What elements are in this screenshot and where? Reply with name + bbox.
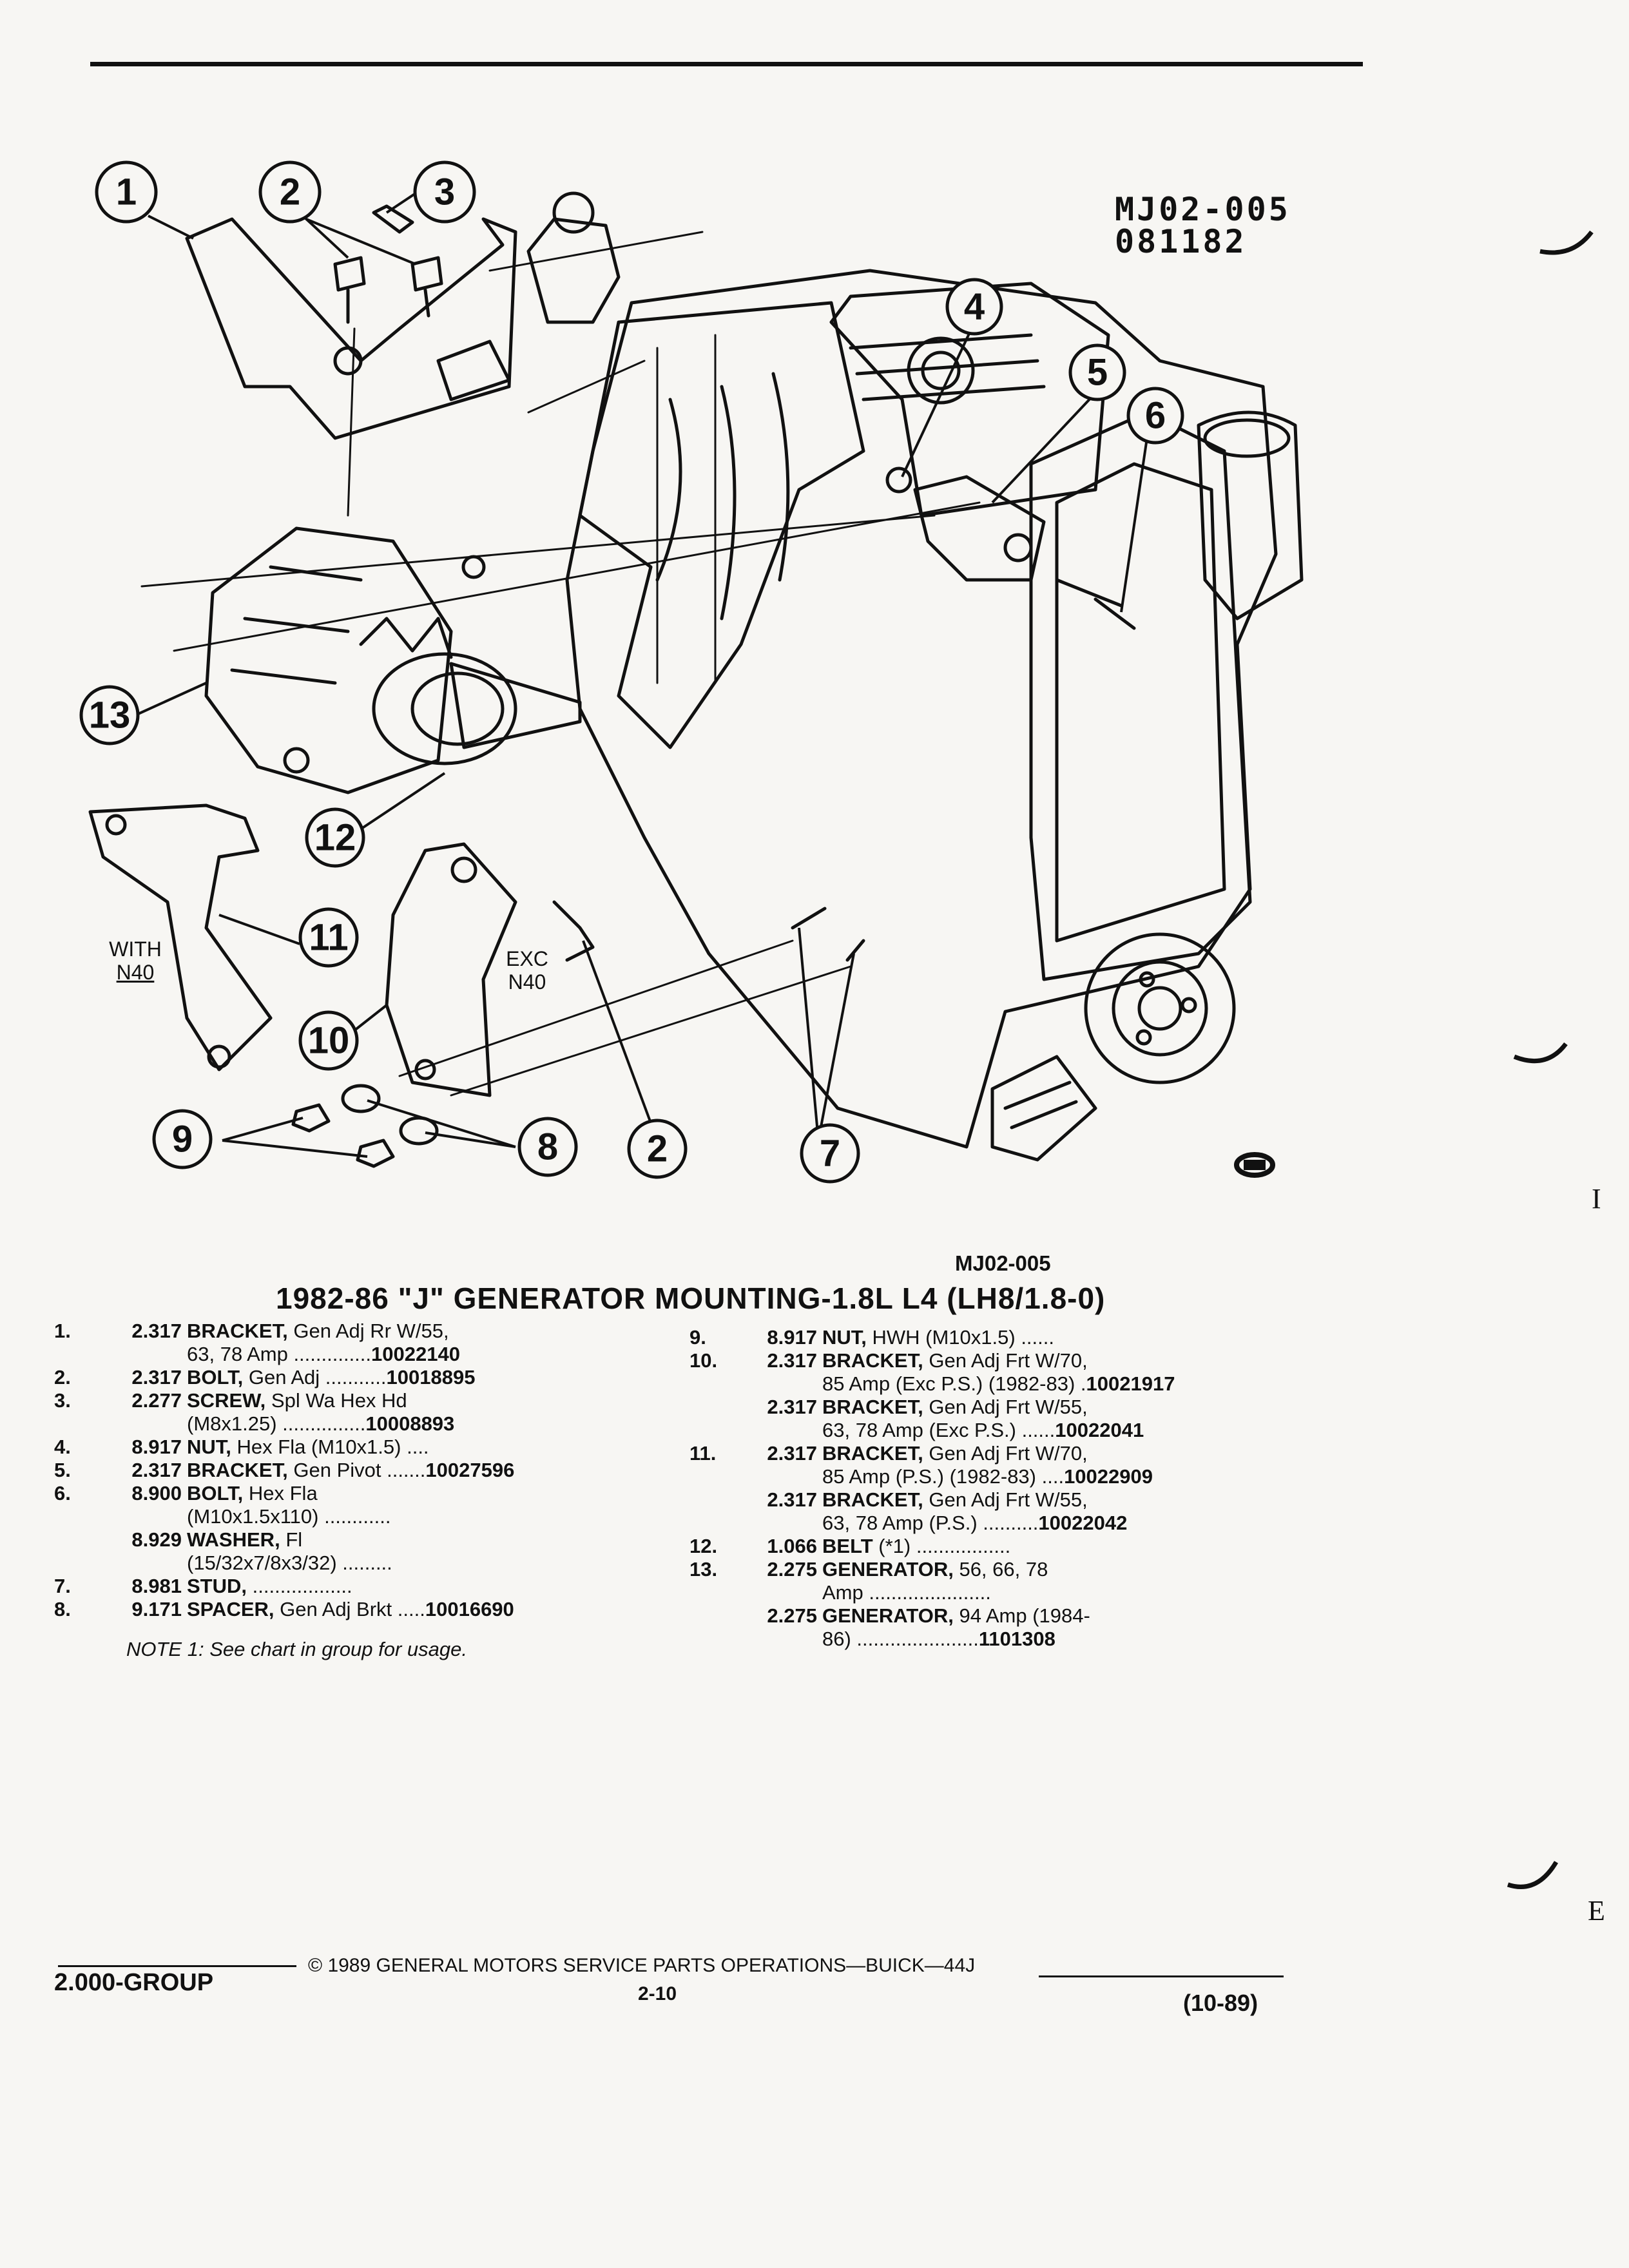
callout-4: 4 <box>964 286 985 328</box>
intake-manifold-outline <box>578 301 865 749</box>
footer-date: (10-89) <box>1183 1990 1258 2016</box>
margin-mark-middle <box>1513 1042 1568 1064</box>
margin-mark-i: I <box>1592 1183 1601 1215</box>
callout-circle-1 <box>95 160 158 224</box>
footer-rule-right <box>1039 1975 1284 1977</box>
drawing-stamp-line2: 081182 <box>1115 223 1247 260</box>
pivot-bolt <box>1055 578 1136 630</box>
callout-circle-5 <box>1068 343 1126 401</box>
margin-mark-e: E <box>1588 1895 1605 1927</box>
generator-pulley <box>372 652 517 765</box>
exploded-view-illustration: 1 2 3 4 5 6 13 12 11 10 9 8 2 7 <box>79 160 1594 1184</box>
callout-5: 5 <box>1087 352 1108 394</box>
variant-exc-line1: EXC <box>506 947 548 970</box>
callout-circle-13 <box>79 685 140 745</box>
spacer-8-a <box>341 1084 381 1113</box>
footer-rule-left <box>58 1965 296 1967</box>
callout-circle-10 <box>298 1010 359 1071</box>
callout-13: 13 <box>89 695 131 736</box>
callout-circle-4 <box>945 278 1003 336</box>
variant-label-exc-n40: EXC N40 <box>495 947 559 994</box>
callout-12: 12 <box>314 817 356 859</box>
callout-circle-2 <box>258 160 322 224</box>
variant-with-line1: WITH <box>109 937 162 961</box>
stud-7-a <box>791 907 827 930</box>
front-adjuster-bracket-with-n40 <box>88 803 273 1072</box>
callout-circle-2-lower <box>627 1119 688 1179</box>
valve-cover-outline <box>829 282 1110 517</box>
pivot-bracket <box>913 475 1046 582</box>
oil-filter <box>990 1055 1097 1162</box>
nut-9-a <box>291 1103 331 1133</box>
bolt-2-top-b <box>410 256 443 318</box>
margin-curl-mark <box>1507 1861 1559 1889</box>
footer-page: 2-10 <box>638 1983 677 2004</box>
drawing-stamp: MJ02-005 081182 <box>1115 193 1291 258</box>
margin-mark-top <box>1539 230 1594 255</box>
callout-7: 7 <box>820 1133 840 1175</box>
callout-circle-8 <box>517 1117 578 1177</box>
callout-circle-6 <box>1126 387 1184 445</box>
callout-1: 1 <box>116 171 137 213</box>
gm-logo-icon <box>1234 1152 1275 1178</box>
bolt-2-lower <box>552 900 595 962</box>
stud-7-b <box>845 939 865 962</box>
oil-filler-cap <box>907 336 975 405</box>
callout-10: 10 <box>308 1020 350 1062</box>
drive-belt <box>449 662 582 749</box>
variant-exc-line2: N40 <box>508 970 546 994</box>
callout-circle-9 <box>152 1109 213 1169</box>
callout-8: 8 <box>537 1126 558 1168</box>
callout-circle-7 <box>800 1123 860 1184</box>
figure-reference: MJ02-005 <box>955 1251 1051 1275</box>
nut-9-b <box>356 1139 395 1168</box>
footer-group: 2.000-GROUP <box>54 1969 214 1996</box>
callout-11: 11 <box>309 917 348 959</box>
drawing-stamp-line1: MJ02-005 <box>1115 191 1291 228</box>
callout-circle-11 <box>298 907 359 968</box>
callout-circle-3 <box>413 160 476 224</box>
footer-copyright: © 1989 GENERAL MOTORS SERVICE PARTS OPER… <box>308 1955 976 1976</box>
callout-9: 9 <box>172 1119 193 1160</box>
variant-with-line2: N40 <box>116 961 155 984</box>
usage-note: NOTE 1: See chart in group for usage. <box>126 1638 467 1660</box>
callout-circle-12 <box>305 807 365 868</box>
front-adjuster-bracket-exc-n40 <box>385 842 517 1097</box>
callout-3: 3 <box>434 171 455 213</box>
nut-4 <box>885 466 912 494</box>
distributor-outline <box>526 217 621 324</box>
variant-label-with-n40: WITH N40 <box>103 937 168 984</box>
crankshaft-pulley <box>1084 932 1236 1084</box>
top-rule <box>90 62 1363 66</box>
callout-2: 2 <box>280 171 300 213</box>
page-title: 1982-86 "J" GENERATOR MOUNTING-1.8L L4 (… <box>276 1282 1106 1315</box>
engine-block-outline <box>565 269 1278 1149</box>
bolt-2-top-a <box>333 256 366 324</box>
screw-3 <box>372 204 414 234</box>
generator-body <box>204 526 453 794</box>
callout-2-lower: 2 <box>647 1128 668 1170</box>
rear-adjuster-bracket <box>185 217 517 440</box>
callout-6: 6 <box>1145 395 1166 437</box>
power-steering-reservoir <box>1197 410 1304 620</box>
